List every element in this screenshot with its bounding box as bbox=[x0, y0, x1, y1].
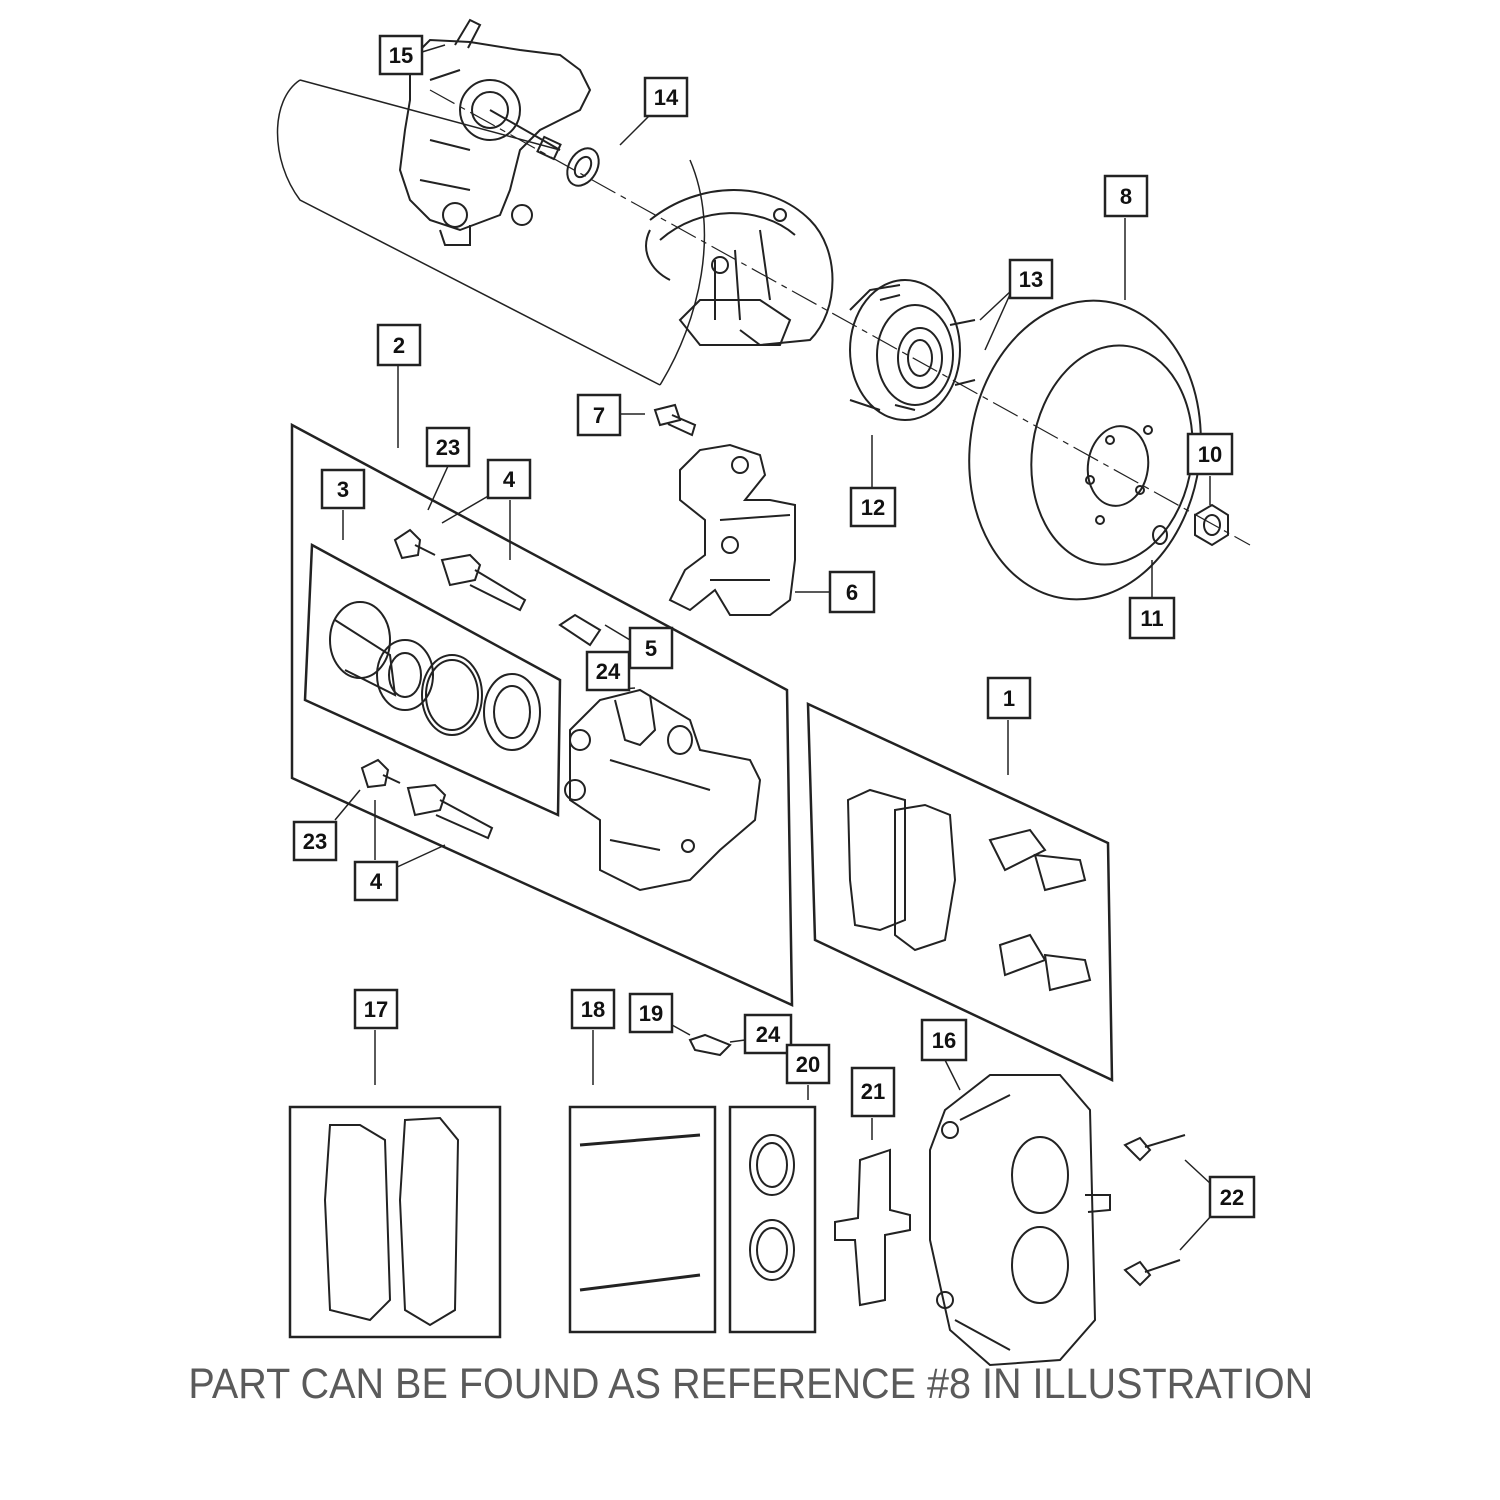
hub-bearing-illustration bbox=[849, 279, 976, 421]
guide-pins-illustration bbox=[579, 1133, 701, 1292]
pad-set-frame bbox=[288, 1105, 502, 1339]
callout-3: 3 bbox=[320, 468, 366, 510]
callout-18: 18 bbox=[570, 988, 616, 1030]
callout-24-bottom: 24 bbox=[743, 1013, 793, 1055]
callout-11: 11 bbox=[1128, 596, 1176, 640]
callout-7: 7 bbox=[576, 393, 622, 437]
callout-4-bottom: 4 bbox=[353, 860, 399, 902]
callout-24-top: 24 bbox=[585, 650, 631, 692]
svg-text:15: 15 bbox=[389, 43, 413, 68]
svg-text:2: 2 bbox=[393, 333, 405, 358]
callout-5: 5 bbox=[628, 626, 674, 670]
callout-23-bottom: 23 bbox=[292, 820, 338, 862]
svg-text:13: 13 bbox=[1019, 267, 1043, 292]
parking-brake-shoes-illustration bbox=[645, 189, 834, 347]
svg-text:8: 8 bbox=[1120, 184, 1132, 209]
bleeder-screw-illustration bbox=[558, 613, 602, 647]
callout-12: 12 bbox=[849, 486, 897, 528]
svg-text:14: 14 bbox=[654, 85, 679, 110]
thrust-washer bbox=[566, 147, 600, 187]
svg-text:7: 7 bbox=[593, 403, 605, 428]
callout-1: 1 bbox=[986, 676, 1032, 720]
callout-20: 20 bbox=[785, 1043, 831, 1085]
callout-21: 21 bbox=[850, 1066, 896, 1118]
pad-kit-frame bbox=[806, 702, 1114, 1082]
caliper-kit-frame bbox=[290, 422, 794, 1007]
seal-kit-frame bbox=[303, 542, 562, 817]
washer-illustration bbox=[1152, 525, 1168, 545]
caliper-body-illustration bbox=[564, 688, 762, 892]
svg-text:4: 4 bbox=[503, 467, 516, 492]
reference-caption: PART CAN BE FOUND AS REFERENCE #8 IN ILL… bbox=[188, 1360, 1314, 1408]
svg-text:19: 19 bbox=[639, 1001, 663, 1026]
svg-text:24: 24 bbox=[596, 659, 621, 684]
anti-rattle-clip-illustration bbox=[834, 1148, 911, 1307]
callout-16: 16 bbox=[920, 1018, 968, 1062]
svg-text:5: 5 bbox=[645, 636, 657, 661]
knuckle-hub-illustration bbox=[398, 18, 592, 246]
svg-text:1: 1 bbox=[1003, 686, 1015, 711]
svg-text:22: 22 bbox=[1220, 1185, 1244, 1210]
bolt-illustration-7 bbox=[653, 403, 697, 437]
lug-nut-illustration bbox=[1194, 503, 1229, 547]
svg-text:23: 23 bbox=[436, 435, 460, 460]
piston-seals-illustration bbox=[329, 601, 541, 751]
caliper-bolts-illustration bbox=[1123, 1134, 1186, 1287]
svg-text:10: 10 bbox=[1198, 442, 1222, 467]
brake-pads-illustration bbox=[846, 788, 1092, 992]
callout-2: 2 bbox=[376, 323, 422, 367]
callout-13: 13 bbox=[1008, 258, 1054, 300]
four-piston-caliper-illustration bbox=[929, 1074, 1111, 1367]
callout-15: 15 bbox=[378, 34, 424, 76]
seal-set-frame bbox=[728, 1105, 817, 1334]
bleeder-screw-19-illustration bbox=[688, 1033, 732, 1057]
callout-4-top: 4 bbox=[486, 458, 532, 500]
svg-text:21: 21 bbox=[861, 1079, 885, 1104]
axis-line bbox=[429, 89, 1251, 546]
brake-shoe-cylinder-outline bbox=[276, 79, 706, 386]
svg-text:18: 18 bbox=[581, 997, 605, 1022]
caliper-adapter-illustration bbox=[668, 443, 796, 616]
svg-text:12: 12 bbox=[861, 495, 885, 520]
callout-10: 10 bbox=[1186, 432, 1234, 476]
svg-text:17: 17 bbox=[364, 997, 388, 1022]
callout-19: 19 bbox=[628, 992, 674, 1034]
svg-text:11: 11 bbox=[1140, 606, 1163, 631]
pin-kit-frame bbox=[568, 1105, 717, 1334]
svg-text:16: 16 bbox=[932, 1028, 956, 1053]
thrust-washer-hole bbox=[573, 155, 593, 179]
callout-23-top: 23 bbox=[425, 426, 471, 468]
callout-14: 14 bbox=[643, 76, 689, 118]
callout-17: 17 bbox=[353, 988, 399, 1030]
callout-22: 22 bbox=[1208, 1175, 1256, 1219]
performance-pads-illustration bbox=[323, 1116, 460, 1327]
svg-text:4: 4 bbox=[370, 869, 383, 894]
leader-lines bbox=[334, 44, 1213, 1251]
svg-text:24: 24 bbox=[756, 1022, 781, 1047]
svg-text:6: 6 bbox=[846, 580, 858, 605]
svg-text:23: 23 bbox=[303, 829, 327, 854]
callout-8: 8 bbox=[1103, 174, 1149, 218]
svg-text:3: 3 bbox=[337, 477, 349, 502]
svg-text:20: 20 bbox=[796, 1052, 820, 1077]
piston-seals-small-illustration bbox=[749, 1134, 795, 1281]
brake-rotor-illustration bbox=[968, 299, 1202, 601]
guide-pin-bolts-illustration bbox=[360, 528, 527, 840]
callout-6: 6 bbox=[828, 570, 876, 614]
